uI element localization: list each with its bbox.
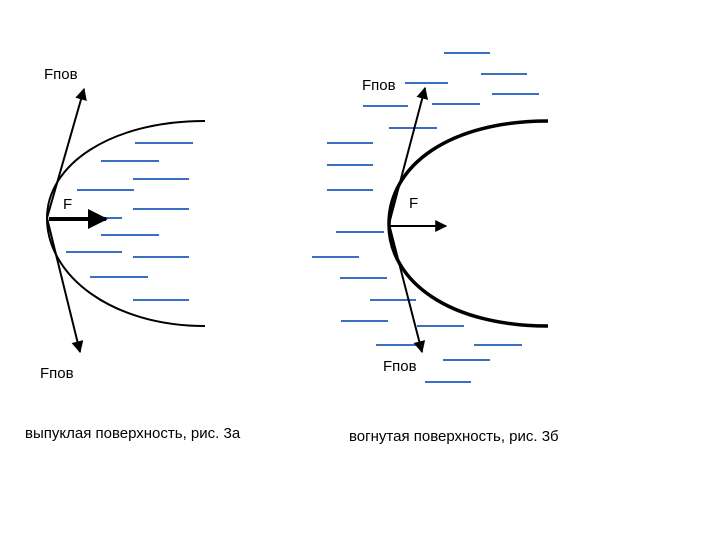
caption-b: вогнутая поверхность, рис. 3б xyxy=(349,428,559,445)
label-f-a: F xyxy=(63,196,73,213)
caption-a: выпуклая поверхность, рис. 3а xyxy=(25,425,241,442)
convex-surface-curve xyxy=(45,120,206,327)
concave-surface-curve xyxy=(387,119,549,328)
label-fpov-top-b: Fпов xyxy=(362,77,396,94)
label-fpov-bottom-a: Fпов xyxy=(40,365,74,382)
figure-a xyxy=(45,87,206,354)
figure-b xyxy=(312,52,549,383)
label-fpov-bottom-b: Fпов xyxy=(383,358,417,375)
surface-force-arrow-top xyxy=(46,87,87,219)
surface-force-arrow-top xyxy=(388,86,429,225)
label-f-b: F xyxy=(409,195,419,212)
label-fpov-top-a: Fпов xyxy=(44,66,78,83)
figure-a-liquid-dashes xyxy=(66,142,193,301)
surface-force-arrow-bottom xyxy=(388,223,426,354)
surface-force-arrow-bottom xyxy=(46,217,84,354)
figure-b-liquid-dashes xyxy=(312,52,539,383)
